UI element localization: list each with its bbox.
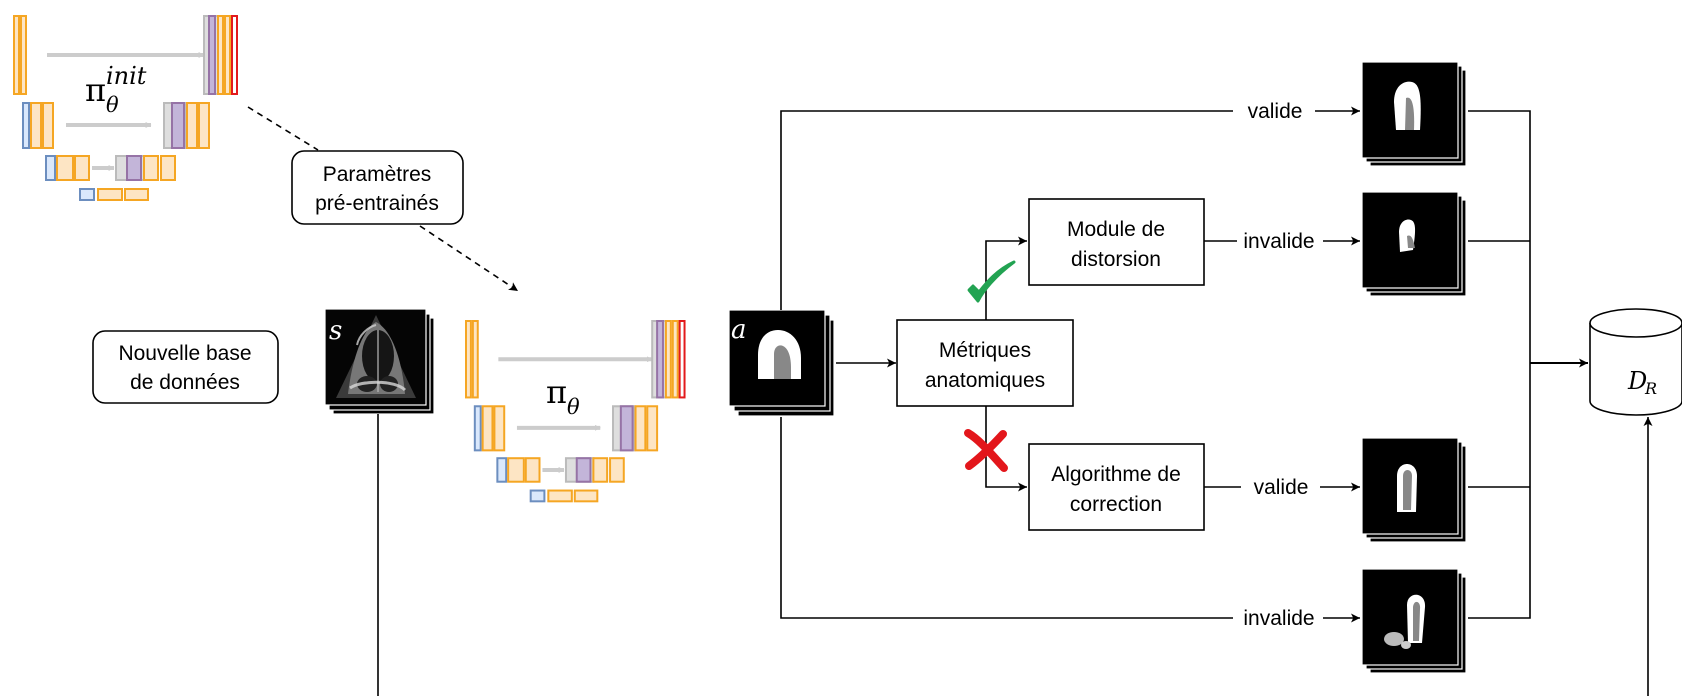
top-branch-line xyxy=(780,110,1233,310)
correction-line1: Algorithme de xyxy=(1051,463,1181,486)
pretrained-unet-diagram xyxy=(13,15,238,201)
unet-block xyxy=(217,15,224,95)
unet-block xyxy=(13,15,20,95)
unet-block xyxy=(143,155,159,181)
result-images xyxy=(1361,61,1467,674)
unet-block xyxy=(646,405,659,452)
unet-block xyxy=(493,405,506,452)
unet-block xyxy=(592,457,609,483)
distortion-line1: Module de xyxy=(1067,218,1165,241)
unet-block xyxy=(529,489,546,503)
metrics-line2: anatomiques xyxy=(925,369,1045,392)
distortion-line2: distorsion xyxy=(1071,248,1161,271)
new-database-line1: Nouvelle base xyxy=(118,342,251,365)
unet-block xyxy=(471,320,479,399)
dashed-arrow-lower xyxy=(419,225,519,292)
new-database-box xyxy=(92,330,279,404)
result-image-stack xyxy=(1361,568,1467,674)
unet-block xyxy=(224,15,231,95)
pretrained-params-line1: Paramètres xyxy=(323,163,432,186)
distortion-branch-label: invalide xyxy=(1243,230,1314,253)
unet-block xyxy=(609,457,625,483)
dashed-arrow-upper xyxy=(247,106,319,151)
input-image-stack: s xyxy=(324,308,435,415)
unet-block xyxy=(524,457,541,483)
unet-block xyxy=(22,102,30,149)
unet-block xyxy=(208,15,216,95)
dataset-cylinder xyxy=(1589,308,1682,416)
result-image-stack xyxy=(1361,437,1467,543)
unet-block xyxy=(42,102,54,149)
collector-lines xyxy=(1468,110,1588,619)
unet-block xyxy=(231,15,238,95)
unet-block xyxy=(481,405,494,452)
unet-block xyxy=(496,457,508,483)
bottom-branch-line xyxy=(780,417,1233,619)
mask-inner xyxy=(1413,601,1421,641)
unet-block xyxy=(74,155,90,181)
unet-block xyxy=(664,320,672,399)
unet-block xyxy=(198,102,210,149)
unet-block xyxy=(671,320,679,399)
unet-block xyxy=(126,155,142,181)
echocardiogram-icon xyxy=(336,315,416,398)
mask-inner xyxy=(1405,97,1415,130)
unet-block xyxy=(56,155,74,181)
mask-artifact xyxy=(1384,632,1404,646)
segmentation-image-label: a xyxy=(731,315,747,345)
unet-block xyxy=(575,457,592,483)
unet-block xyxy=(186,102,198,149)
bottom-branch-label: invalide xyxy=(1243,607,1314,630)
segmentation-mask-icon xyxy=(758,330,801,379)
unet-block xyxy=(678,320,686,399)
unet-block xyxy=(507,457,525,483)
unet-block xyxy=(160,155,176,181)
metrics-box xyxy=(896,319,1074,407)
pretrained-params-line2: pré-entrainés xyxy=(315,192,439,215)
result-image-stack xyxy=(1361,191,1467,297)
metrics-line1: Métriques xyxy=(939,339,1031,362)
cross-mark-icon xyxy=(964,429,1008,472)
unet-block xyxy=(465,320,472,399)
unet-block xyxy=(97,188,123,201)
distortion-box xyxy=(1028,198,1205,286)
network-subscript: θ xyxy=(567,395,580,419)
segmentation-image-stack: a xyxy=(728,309,835,417)
unet-block xyxy=(79,188,95,201)
correction-branch-label: valide xyxy=(1254,476,1309,499)
unet-block xyxy=(619,405,634,452)
unet-block xyxy=(124,188,149,201)
unet-block xyxy=(547,489,573,503)
mask-inner xyxy=(1403,470,1412,510)
correction-box xyxy=(1028,443,1205,531)
input-image-label: s xyxy=(329,316,342,346)
pretrained-network-subscript: θ xyxy=(106,93,119,117)
unet-block xyxy=(656,320,664,399)
arrow-to-correction xyxy=(985,406,1027,492)
dataset-subscript: R xyxy=(1644,379,1657,398)
check-mark-icon xyxy=(967,260,1016,303)
result-image-stack xyxy=(1361,61,1467,167)
unet-block xyxy=(171,102,185,149)
new-database-line2: de données xyxy=(130,371,240,394)
mask-artifact xyxy=(1401,641,1411,649)
pretrained-network-superscript: init xyxy=(106,62,147,90)
unet-block xyxy=(45,155,56,181)
dataset-symbol: D xyxy=(1627,367,1647,395)
arrow-to-distortion xyxy=(985,236,1027,320)
correction-line2: correction xyxy=(1070,493,1162,516)
pretrained-network-symbol: π xyxy=(85,71,106,109)
top-branch-label: valide xyxy=(1248,100,1303,123)
unet-block xyxy=(20,15,27,95)
network-symbol: π xyxy=(546,373,567,411)
unet-block xyxy=(573,489,599,503)
mask-inner xyxy=(1407,235,1415,248)
network-unet-diagram xyxy=(465,320,686,503)
pretrained-params-box xyxy=(291,150,464,225)
unet-block xyxy=(634,405,647,452)
unet-block xyxy=(473,405,482,452)
unet-block xyxy=(30,102,42,149)
